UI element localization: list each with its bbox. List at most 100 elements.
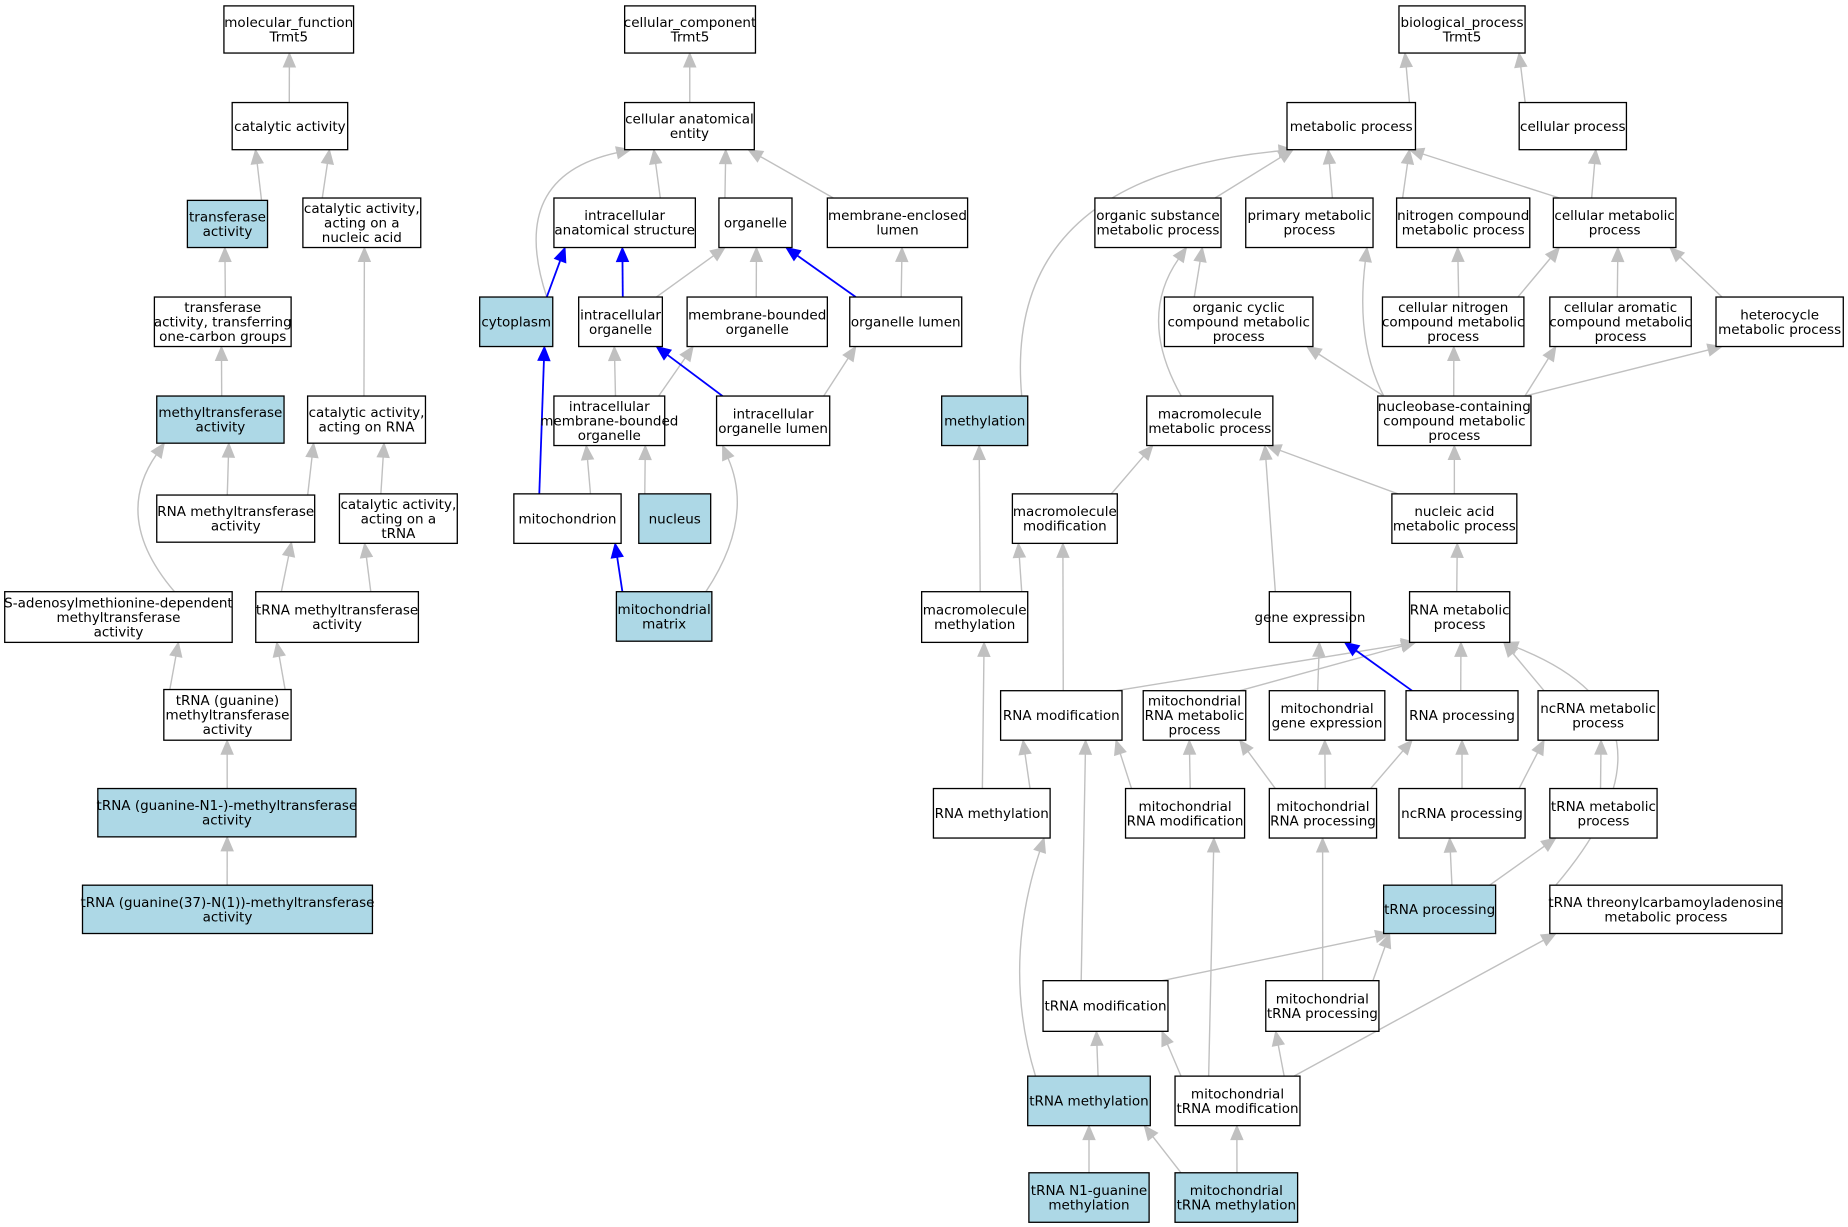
term-node-ncrna-proc[interactable]: ncRNA processing bbox=[1398, 787, 1526, 839]
term-node-cat-rna[interactable]: catalytic activity,acting on RNA bbox=[306, 395, 427, 444]
term-node-trna-meth[interactable]: tRNA methylation bbox=[1027, 1075, 1151, 1127]
term-label-line: acting on a bbox=[324, 215, 400, 231]
term-node-cellular-proc[interactable]: cellular process bbox=[1518, 101, 1628, 151]
edge-trna_guanine_mt-to-sam_mt bbox=[169, 656, 177, 690]
term-label-line: catalytic activity, bbox=[340, 497, 456, 513]
term-node-nucleus[interactable]: nucleus bbox=[638, 493, 712, 545]
term-node-cytoplasm[interactable]: cytoplasm bbox=[479, 296, 554, 348]
term-label-line: process bbox=[1589, 223, 1641, 239]
edge-mito_trna_proc-to-trna_proc bbox=[1372, 946, 1386, 981]
edge-mitochondrion-to-intra_mem_bounded bbox=[586, 459, 592, 494]
term-node-rna-proc[interactable]: RNA processing bbox=[1405, 690, 1519, 741]
term-node-rna-meth[interactable]: RNA methylation bbox=[932, 787, 1051, 839]
term-label-line: one-carbon groups bbox=[159, 329, 286, 345]
arrowhead-intra_org_lumen-to-org_lumen bbox=[842, 345, 857, 363]
term-box bbox=[686, 296, 829, 348]
term-node-gene-expr[interactable]: gene expression bbox=[1255, 591, 1366, 644]
term-label-line: mitochondrial bbox=[1280, 701, 1373, 717]
arrowhead-gene_expr-to-macromol_met bbox=[1259, 444, 1273, 461]
term-label-line: nucleobase-containing bbox=[1378, 399, 1531, 415]
arrowhead-cell_nitrogen-to-nitrogen_comp bbox=[1451, 246, 1465, 263]
term-node-methylation[interactable]: methylation bbox=[941, 395, 1029, 447]
arrowhead-mito_trna_proc-to-trna_proc bbox=[1378, 932, 1392, 950]
term-box bbox=[1094, 197, 1222, 249]
term-label-line: nucleic acid bbox=[1414, 504, 1494, 520]
edge-mito_matrix-to-intra_org_lumen bbox=[705, 458, 738, 593]
term-node-trna-proc[interactable]: tRNA processing bbox=[1382, 884, 1497, 935]
term-node-trna-mod[interactable]: tRNA modification bbox=[1042, 980, 1169, 1032]
term-node-trna-guanine37[interactable]: tRNA (guanine(37)-N(1))-methyltransferas… bbox=[80, 884, 374, 935]
term-box bbox=[1549, 296, 1692, 348]
edge-transferase-to-catalytic bbox=[256, 163, 263, 201]
term-node-metabolic[interactable]: metabolic process bbox=[1286, 101, 1417, 151]
term-node-rna-mod[interactable]: RNA modification bbox=[999, 690, 1123, 741]
term-node-organelle[interactable]: organelle bbox=[718, 197, 793, 249]
arrowhead-cell_nitrogen-to-cell_met bbox=[1544, 246, 1561, 263]
term-box bbox=[1042, 980, 1169, 1032]
term-label-line: RNA processing bbox=[1409, 708, 1515, 724]
term-box bbox=[615, 591, 713, 642]
arrowhead-intra_mem_bounded-to-intra_org bbox=[607, 345, 622, 362]
arrowhead-nucleic_acid_met-to-nucleobase bbox=[1447, 444, 1462, 461]
term-node-mitochondrion[interactable]: mitochondrion bbox=[513, 493, 622, 545]
arrowhead-cat_rna-to-cat_nucleic bbox=[357, 246, 372, 263]
term-node-catalytic[interactable]: catalytic activity bbox=[231, 101, 349, 151]
term-node-org-lumen[interactable]: organelle lumen bbox=[849, 296, 963, 348]
term-label-line: acting on a bbox=[361, 511, 437, 527]
arrowhead-macromol_met-to-org_subst bbox=[1172, 246, 1188, 264]
